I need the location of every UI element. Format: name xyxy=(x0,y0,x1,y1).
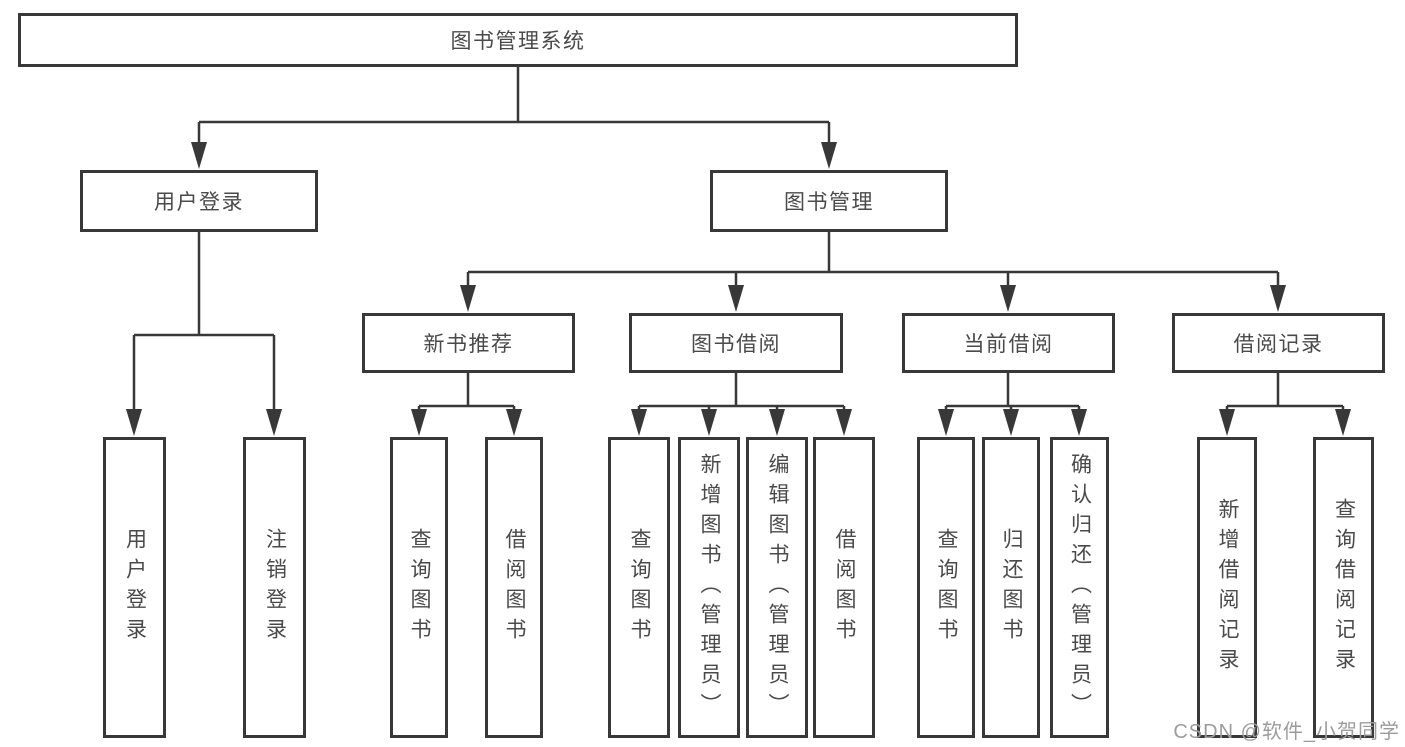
arrowhead-icon xyxy=(191,142,207,169)
arrowhead-icon xyxy=(1003,409,1019,436)
leaf-label: 编辑图书（管理员） xyxy=(766,452,789,723)
leaf-label: 用户登录 xyxy=(123,527,147,648)
arrowhead-icon xyxy=(701,409,717,436)
node-library-management-system: 图书管理系统 xyxy=(18,13,1018,67)
node-book-borrowing: 图书借阅 xyxy=(629,313,843,373)
leaf-label: 查询图书 xyxy=(935,527,958,648)
arrowhead-icon xyxy=(1335,409,1351,436)
arrowhead-icon xyxy=(938,409,954,436)
node-label: 用户登录 xyxy=(154,191,244,214)
node-label: 图书借阅 xyxy=(691,333,781,356)
leaf-add-books-admin: 新增图书（管理员） xyxy=(678,437,740,738)
node-current-borrowing: 当前借阅 xyxy=(902,313,1115,373)
leaf-confirm-return-admin: 确认归还（管理员） xyxy=(1050,437,1109,738)
leaf-label: 借阅图书 xyxy=(833,527,856,648)
leaf-return-books: 归还图书 xyxy=(982,437,1040,738)
leaf-user-login: 用户登录 xyxy=(103,437,166,738)
leaf-borrow-books-borrowing: 借阅图书 xyxy=(813,437,875,738)
leaf-label: 归还图书 xyxy=(1000,527,1023,648)
leaf-label: 注销登录 xyxy=(263,527,287,648)
node-book-management: 图书管理 xyxy=(710,170,948,232)
csdn-watermark: CSDN @软件_小贺同学 xyxy=(1173,721,1400,743)
arrowhead-icon xyxy=(836,409,852,436)
leaf-edit-books-admin: 编辑图书（管理员） xyxy=(746,437,808,738)
leaf-query-books-recommend: 查询图书 xyxy=(390,437,448,738)
arrowhead-icon xyxy=(506,409,522,436)
leaf-borrow-books-recommend: 借阅图书 xyxy=(485,437,543,738)
leaf-label: 确认归还（管理员） xyxy=(1068,452,1092,723)
arrowhead-icon xyxy=(1219,409,1235,436)
node-borrowing-records: 借阅记录 xyxy=(1172,313,1385,373)
arrowhead-icon xyxy=(1000,285,1016,312)
arrowhead-icon xyxy=(411,409,427,436)
leaf-query-borrow-record: 查询借阅记录 xyxy=(1313,437,1374,738)
node-user-login: 用户登录 xyxy=(80,170,318,232)
leaf-add-borrow-record: 新增借阅记录 xyxy=(1197,437,1257,738)
arrowhead-icon xyxy=(769,409,785,436)
arrowhead-icon xyxy=(1071,409,1087,436)
leaf-label: 借阅图书 xyxy=(503,527,526,648)
arrowhead-icon xyxy=(631,409,647,436)
node-label: 新书推荐 xyxy=(423,333,514,356)
arrowhead-icon xyxy=(1270,285,1286,312)
node-label: 当前借阅 xyxy=(963,333,1054,356)
leaf-label: 新增图书（管理员） xyxy=(698,452,721,723)
leaf-query-books-current: 查询图书 xyxy=(917,437,975,738)
arrowhead-icon xyxy=(460,285,476,312)
leaf-label: 新增借阅记录 xyxy=(1216,497,1239,678)
arrowhead-icon xyxy=(266,409,282,436)
node-label: 图书管理系统 xyxy=(450,30,586,53)
leaf-label: 查询借阅记录 xyxy=(1332,497,1356,678)
node-new-book-recommend: 新书推荐 xyxy=(362,313,575,373)
leaf-label: 查询图书 xyxy=(408,527,431,648)
arrowheads xyxy=(126,142,1351,436)
leaf-logout: 注销登录 xyxy=(243,437,306,738)
leaf-label: 查询图书 xyxy=(628,527,651,648)
leaf-query-books-borrowing: 查询图书 xyxy=(608,437,670,738)
node-label: 图书管理 xyxy=(784,191,874,214)
arrowhead-icon xyxy=(126,409,142,436)
node-label: 借阅记录 xyxy=(1233,333,1324,356)
arrowhead-icon xyxy=(728,285,744,312)
arrowhead-icon xyxy=(821,142,837,169)
